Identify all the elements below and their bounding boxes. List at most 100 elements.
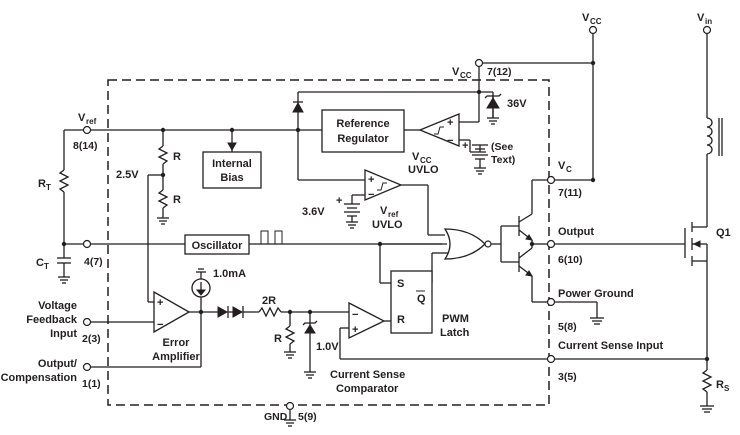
svg-text:Bias: Bias: [220, 172, 243, 184]
svg-text:(See: (See: [491, 141, 513, 153]
svg-text:R: R: [173, 194, 181, 206]
output-pin-6: Output 6(10): [546, 226, 685, 266]
svg-text:S: S: [724, 384, 730, 393]
svg-text:2(3): 2(3): [82, 333, 101, 345]
svg-text:Output: Output: [558, 226, 594, 238]
internal-bias: Internal Bias: [202, 130, 262, 189]
svg-text:−: −: [447, 135, 453, 147]
ct-capacitor: C T: [36, 241, 71, 284]
level-shift-network: 2R R 1.0V: [217, 295, 339, 379]
vref-divider: R R 2.5V: [116, 130, 181, 303]
svg-text:8(14): 8(14): [73, 140, 98, 152]
svg-text:Feedback: Feedback: [26, 314, 78, 326]
svg-text:UVLO: UVLO: [408, 164, 439, 176]
svg-text:V: V: [412, 151, 420, 163]
nor-gate: [380, 228, 501, 283]
svg-text:Internal: Internal: [212, 158, 252, 170]
svg-text:R: R: [397, 314, 405, 326]
svg-text:2R: 2R: [262, 295, 276, 307]
svg-text:1.0mA: 1.0mA: [213, 268, 246, 280]
top-rail-diode: [292, 92, 365, 181]
svg-text:Input: Input: [50, 328, 77, 340]
svg-text:ref: ref: [388, 210, 399, 219]
zener-36v: 36V: [484, 93, 527, 125]
svg-text:PWM: PWM: [442, 313, 469, 325]
svg-text:R: R: [716, 379, 724, 391]
svg-text:Regulator: Regulator: [337, 133, 389, 145]
rt-resistor: R T: [38, 129, 83, 244]
svg-text:7(12): 7(12): [487, 66, 512, 78]
svg-text:+: +: [368, 174, 374, 186]
vref-uvlo-reference-source: + 3.6V: [302, 195, 360, 229]
vref-uvlo-comparator: + − V ref UVLO: [351, 169, 445, 236]
svg-text:36V: 36V: [507, 98, 527, 110]
error-amplifier: + − Error Amplifier: [152, 290, 218, 363]
compensation-pin-1: Output/ Compensation 1(1): [1, 312, 202, 390]
voltage-feedback-pin-2: Voltage Feedback Input 2(3): [26, 300, 154, 345]
svg-text:−: −: [157, 319, 163, 331]
svg-text:in: in: [705, 17, 712, 26]
vcc-uvlo-reference-source: + (See Text): [462, 140, 515, 175]
svg-text:Q1: Q1: [716, 227, 731, 239]
svg-text:+: +: [352, 324, 358, 336]
svg-text:R: R: [274, 333, 282, 345]
svg-text:2.5V: 2.5V: [116, 169, 139, 181]
svg-text:Power Ground: Power Ground: [558, 288, 634, 300]
svg-text:Voltage: Voltage: [38, 300, 77, 312]
pwm-latch: S R Q PWM Latch: [379, 244, 470, 339]
svg-text:UVLO: UVLO: [372, 219, 403, 231]
svg-text:CC: CC: [420, 156, 432, 165]
svg-text:C: C: [566, 165, 572, 174]
svg-text:S: S: [397, 278, 404, 290]
vc-pin-7: V C 7(11): [546, 160, 596, 199]
svg-text:Error: Error: [163, 337, 191, 349]
vcc-pin-7: V CC 7(12): [452, 58, 596, 92]
svg-text:+: +: [447, 117, 453, 129]
svg-text:ref: ref: [86, 117, 97, 126]
current-sense-input-pin-3: Current Sense Input 3(5): [339, 327, 710, 383]
svg-text:V: V: [78, 112, 86, 124]
power-ground-pin-5: Power Ground 5(8): [546, 288, 634, 333]
svg-text:V: V: [452, 66, 460, 78]
svg-text:R: R: [38, 178, 46, 190]
svg-text:Latch: Latch: [440, 327, 470, 339]
svg-text:Output/: Output/: [38, 358, 77, 370]
oscillator: Oscillator: [184, 230, 442, 255]
svg-text:+: +: [157, 297, 163, 309]
svg-text:Oscillator: Oscillator: [192, 240, 243, 252]
svg-text:3.6V: 3.6V: [302, 206, 325, 218]
svg-text:V: V: [582, 12, 590, 24]
svg-text:R: R: [173, 151, 181, 163]
current-sense-comparator: − + Current Sense Comparator: [310, 301, 405, 395]
svg-text:Reference: Reference: [336, 118, 389, 130]
svg-text:CC: CC: [460, 71, 472, 80]
svg-text:Text): Text): [491, 154, 515, 166]
svg-text:+: +: [336, 195, 342, 207]
reference-regulator: Reference Regulator: [295, 109, 420, 153]
svg-text:Compensation: Compensation: [1, 372, 78, 384]
svg-text:5(8): 5(8): [558, 321, 577, 333]
svg-text:CC: CC: [590, 17, 602, 26]
svg-text:1(1): 1(1): [82, 378, 101, 390]
svg-text:V: V: [380, 205, 388, 217]
q1-mosfet: Q1: [684, 222, 731, 370]
svg-text:7(11): 7(11): [558, 187, 582, 199]
svg-text:T: T: [46, 183, 51, 192]
svg-text:V: V: [697, 12, 705, 24]
vin-supply-pin: V in: [697, 12, 712, 118]
rs-resistor: R S: [700, 369, 730, 413]
svg-text:1.0V: 1.0V: [316, 341, 339, 353]
vcc-uvlo-comparator: + − V CC UVLO: [408, 92, 480, 176]
svg-text:GND: GND: [264, 411, 288, 423]
vcc-supply-pin: V CC: [582, 12, 602, 180]
output-totem-pole: [500, 179, 593, 303]
svg-text:3(5): 3(5): [558, 371, 577, 383]
svg-text:−: −: [368, 189, 374, 201]
svg-text:Current Sense: Current Sense: [330, 369, 405, 381]
svg-text:T: T: [44, 262, 49, 271]
svg-text:−: −: [352, 309, 358, 321]
ct-pin-4: 4(7): [64, 239, 185, 268]
svg-text:Comparator: Comparator: [336, 383, 399, 395]
